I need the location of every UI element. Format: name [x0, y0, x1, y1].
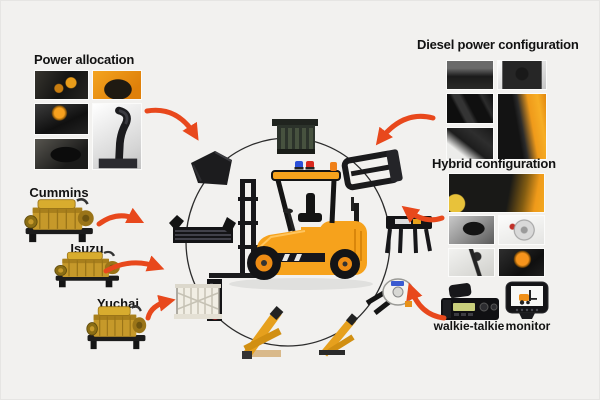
photo-hybrid-engine-bay	[448, 173, 545, 213]
photo-lpg-conversion-kit	[498, 215, 545, 245]
power-allocation-title: Power allocation	[34, 52, 135, 67]
photo-mast-beacon	[34, 103, 89, 135]
forklift-body	[257, 229, 331, 275]
monitor-label: monitor	[505, 319, 551, 333]
photo-control-lever	[92, 103, 142, 170]
forklift-canopy-rear-post	[329, 179, 337, 224]
forklift-shadow	[229, 278, 373, 290]
walkie-talkie-label: walkie-talkie	[433, 319, 505, 333]
walkie-talkie-illustration	[441, 283, 499, 320]
control-lever-icon	[98, 106, 138, 169]
yuchai-engine-illustration	[86, 305, 148, 350]
forklift-fork	[209, 251, 257, 278]
photo-mast-components	[446, 93, 494, 124]
forklift-beacon	[330, 162, 337, 171]
forklift-front-wheel	[247, 246, 281, 280]
arrow-yuchai	[145, 294, 176, 321]
photo-battery-compartment	[34, 70, 89, 100]
attachment-safety-cage	[174, 279, 222, 321]
monitor-illustration	[505, 281, 549, 319]
forklift-seat	[306, 193, 315, 219]
photo-beacon-mast	[498, 248, 545, 277]
photo-transmission-parts	[446, 127, 494, 160]
cummins-engine-illustration	[23, 198, 96, 243]
photo-engine-bay	[92, 70, 142, 100]
diesel-config-title: Diesel power configuration	[417, 37, 579, 52]
attachment-crane-jib-small	[319, 313, 359, 357]
arrow-cummins	[96, 207, 145, 227]
attachment-carton-clamp	[341, 149, 403, 191]
photo-chassis-frame	[497, 93, 547, 160]
isuzu-engine-illustration	[54, 250, 122, 288]
forklift-mast	[238, 179, 258, 275]
attachment-fork-positioner	[385, 216, 432, 254]
forklift-steering-wheel	[283, 208, 293, 214]
photo-diesel-engine	[446, 60, 494, 90]
photo-drive-axle	[497, 60, 547, 90]
forklift-illustration	[209, 162, 367, 280]
hybrid-config-title: Hybrid configuration	[432, 156, 556, 171]
arrow-power-allocation	[144, 107, 199, 141]
forklift-counterweight	[319, 221, 367, 275]
attachment-block-clamp	[272, 119, 318, 154]
attachment-basket-clamp	[169, 215, 236, 243]
forklift-rear-wheel	[330, 249, 360, 279]
photo-operator-seat	[34, 138, 89, 170]
forklift-canopy	[271, 170, 341, 181]
arrow-hybrid-config	[401, 205, 445, 223]
forklift-hazard-stripe	[263, 253, 325, 262]
arrow-diesel-config	[375, 113, 436, 146]
attachment-excavator-bucket	[191, 151, 232, 185]
forklift-canopy-front-post	[275, 179, 294, 232]
photo-seat-armrest	[448, 215, 495, 245]
engine-label-cummins: Cummins	[29, 185, 89, 200]
attachment-crane-jib	[242, 306, 284, 359]
monitor-screen-forklift-icon	[519, 290, 537, 305]
attachment-rotating-forks	[365, 278, 414, 315]
beacon-lights	[293, 161, 315, 179]
photo-control-levers	[448, 248, 495, 277]
connection-ring	[185, 137, 391, 347]
